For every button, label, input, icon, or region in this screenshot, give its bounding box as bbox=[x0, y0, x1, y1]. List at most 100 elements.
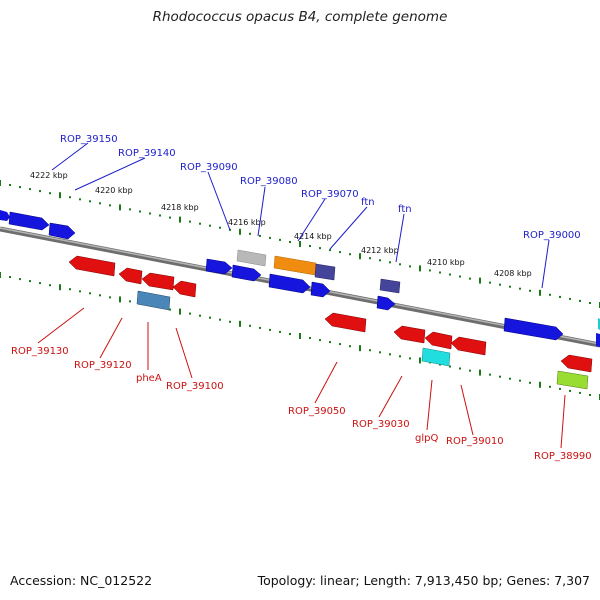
gene-label-rop-39080[interactable]: ROP_39080 bbox=[240, 176, 298, 187]
gene-forward[interactable] bbox=[379, 278, 401, 294]
ruler-dot bbox=[69, 196, 71, 199]
gene-label-ftn-2[interactable]: ftn bbox=[398, 204, 412, 215]
ruler-dot bbox=[259, 326, 261, 329]
ruler-dot bbox=[459, 367, 461, 370]
ruler-dot bbox=[409, 357, 411, 360]
gene-reverse[interactable] bbox=[172, 280, 197, 298]
ruler-dot bbox=[519, 379, 521, 382]
ruler-major-tick bbox=[299, 241, 301, 247]
gene-label-glpq[interactable]: glpQ bbox=[415, 433, 438, 444]
accession-info: Accession: NC_012522 bbox=[10, 573, 153, 588]
gene-forward[interactable] bbox=[48, 222, 76, 240]
gene-reverse[interactable] bbox=[450, 336, 487, 356]
ruler-dot bbox=[499, 283, 501, 286]
gene-label-rop-39010[interactable]: ROP_39010 bbox=[446, 436, 504, 447]
ruler-dot bbox=[229, 320, 231, 323]
gene-forward[interactable] bbox=[596, 333, 600, 347]
gene-label-rop-39050[interactable]: ROP_39050 bbox=[288, 406, 346, 417]
ruler-dot bbox=[149, 212, 151, 215]
gene-reverse[interactable] bbox=[324, 312, 367, 333]
gene-label-rop-39150[interactable]: ROP_39150 bbox=[60, 134, 118, 145]
ruler-dot bbox=[39, 282, 41, 285]
gene-label-ftn-1[interactable]: ftn bbox=[361, 197, 375, 208]
gene-label-rop-39070[interactable]: ROP_39070 bbox=[301, 189, 359, 200]
ruler-dot bbox=[9, 184, 11, 186]
ruler-dot bbox=[349, 253, 351, 256]
ruler-dot bbox=[329, 249, 331, 252]
ruler-dot bbox=[169, 216, 171, 219]
gene-label-rop-39000[interactable]: ROP_39000 bbox=[523, 230, 581, 241]
ruler-dot bbox=[269, 328, 271, 331]
ruler-dot bbox=[109, 204, 111, 207]
ruler-dot bbox=[129, 208, 131, 211]
ruler-dot bbox=[519, 287, 521, 290]
ruler-dot bbox=[569, 297, 571, 300]
ruler-dot bbox=[489, 281, 491, 284]
ruler-major-tick bbox=[539, 381, 541, 388]
ruler-dot bbox=[449, 273, 451, 276]
ruler-dot bbox=[19, 186, 21, 189]
ruler-dot bbox=[389, 353, 391, 356]
gene-forward[interactable] bbox=[376, 295, 396, 311]
gene-label-rop-39030[interactable]: ROP_39030 bbox=[352, 419, 410, 430]
ruler-dot bbox=[39, 190, 41, 193]
ruler-dot bbox=[309, 245, 311, 247]
ruler-major-tick bbox=[179, 308, 181, 315]
gene-forward[interactable] bbox=[0, 210, 10, 221]
ruler-major-tick bbox=[479, 277, 481, 284]
ruler-dot bbox=[509, 377, 511, 380]
ruler-dot bbox=[579, 391, 581, 394]
gene-forward[interactable] bbox=[314, 263, 336, 281]
ruler-dot bbox=[29, 188, 31, 191]
gene-label-rop-39100[interactable]: ROP_39100 bbox=[166, 381, 224, 392]
map-title: Rhodococcus opacus B4, complete genome bbox=[152, 9, 448, 25]
ruler-dot bbox=[209, 316, 211, 319]
gene-forward[interactable] bbox=[205, 258, 233, 275]
gene-forward[interactable] bbox=[273, 255, 317, 276]
gene-reverse[interactable] bbox=[141, 272, 175, 291]
ruler-label-4212: 4212 kbp bbox=[361, 246, 399, 255]
reverse-genes bbox=[68, 255, 593, 390]
ruler-dot bbox=[529, 289, 531, 292]
gene-reverse[interactable] bbox=[421, 347, 451, 367]
forward-strand-ruler bbox=[0, 180, 600, 308]
gene-forward[interactable] bbox=[310, 281, 331, 298]
ruler-dot bbox=[369, 349, 371, 352]
ruler-dot bbox=[399, 263, 401, 266]
ruler-major-tick bbox=[0, 272, 1, 278]
gene-reverse[interactable] bbox=[424, 331, 453, 350]
gene-label-rop-39130[interactable]: ROP_39130 bbox=[11, 346, 69, 357]
ruler-dot bbox=[69, 288, 71, 291]
gene-reverse[interactable] bbox=[560, 354, 593, 373]
ruler-dot bbox=[89, 292, 91, 295]
gene-forward[interactable] bbox=[268, 273, 311, 294]
gene-reverse[interactable] bbox=[136, 290, 171, 311]
ruler-dot bbox=[579, 299, 581, 302]
ruler-dot bbox=[289, 333, 291, 335]
ruler-dot bbox=[309, 337, 311, 339]
gene-forward[interactable] bbox=[231, 264, 262, 282]
gene-label-phea[interactable]: pheA bbox=[136, 373, 162, 384]
gene-reverse[interactable] bbox=[118, 267, 143, 285]
ruler-dot bbox=[99, 294, 101, 297]
ruler-dot bbox=[249, 324, 251, 327]
gene-label-rop-39090[interactable]: ROP_39090 bbox=[180, 162, 238, 173]
ruler-label-4216: 4216 kbp bbox=[228, 218, 266, 227]
gene-reverse[interactable] bbox=[68, 255, 116, 277]
gene-label-rop-39120[interactable]: ROP_39120 bbox=[74, 360, 132, 371]
ruler-label-4210: 4210 kbp bbox=[427, 258, 465, 267]
gene-reverse[interactable] bbox=[393, 325, 426, 344]
gene-forward[interactable] bbox=[8, 211, 50, 231]
ruler-dot bbox=[559, 387, 561, 390]
gene-label-rop-38990[interactable]: ROP_38990 bbox=[534, 451, 592, 462]
forward-genes bbox=[0, 210, 600, 347]
ruler-major-tick bbox=[419, 357, 421, 364]
ruler-dot bbox=[339, 251, 341, 254]
gene-reverse[interactable] bbox=[556, 370, 589, 390]
gene-forward[interactable] bbox=[236, 249, 267, 267]
gene-forward[interactable] bbox=[503, 317, 564, 341]
gene-label-rop-39140[interactable]: ROP_39140 bbox=[118, 148, 176, 159]
ruler-dot bbox=[529, 381, 531, 384]
ruler-major-tick bbox=[0, 180, 1, 186]
